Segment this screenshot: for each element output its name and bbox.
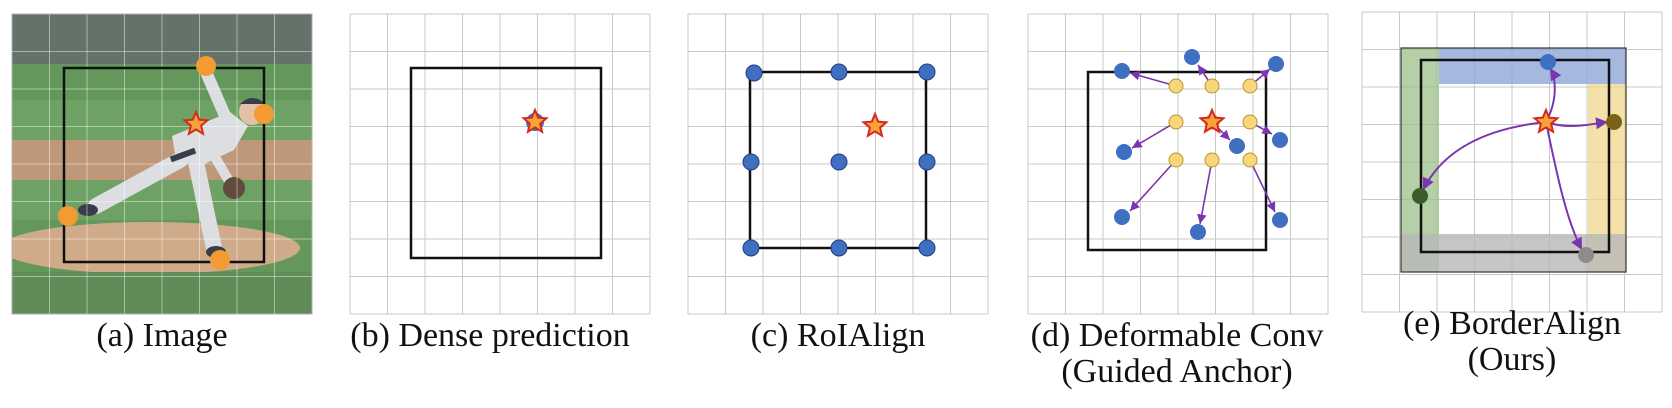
- grid-point: [1242, 78, 1258, 94]
- offset-arrow: [1129, 70, 1177, 87]
- caption-d-line-1: (d) Deformable Conv: [1030, 317, 1324, 354]
- offset-arrow: [1129, 159, 1177, 212]
- pitcher-glove: [223, 177, 245, 199]
- roi-sample-point: [830, 63, 848, 81]
- pitcher-belt: [169, 147, 197, 163]
- panel-c-roialign: [687, 13, 989, 315]
- border-band-top: [1439, 48, 1626, 84]
- grid-point: [1168, 114, 1184, 130]
- deformed-point: [1116, 144, 1132, 160]
- deformable-offset-arrows: [1129, 64, 1276, 225]
- border-point-left: [1412, 188, 1428, 204]
- roi-sample-point: [918, 239, 936, 257]
- photo-foreground-grass: [12, 272, 312, 314]
- caption-e-line-1: (e) BorderAlign: [1402, 305, 1622, 342]
- caption-c: (c) RoIAlign: [688, 318, 988, 354]
- pitcher-throwing-arm: [200, 66, 232, 124]
- caption-e: (e) BorderAlign (Ours): [1362, 306, 1662, 378]
- grid-b: [349, 13, 651, 315]
- extreme-point-bottom: [210, 250, 230, 270]
- caption-b: (b) Dense prediction: [330, 318, 650, 354]
- border-point-right: [1606, 114, 1622, 130]
- center-star-c: [861, 111, 889, 138]
- center-star-d: [1198, 107, 1226, 134]
- caption-e-line-2: (Ours): [1467, 341, 1557, 378]
- deformed-point: [1190, 224, 1206, 240]
- panel-e-borderalign: [1361, 11, 1663, 313]
- photo-sky: [12, 14, 312, 64]
- bounding-box-d: [1086, 70, 1268, 252]
- deformed-point: [1114, 63, 1130, 79]
- panel-a-image: [12, 14, 312, 314]
- caption-d: (d) Deformable Conv (Guided Anchor): [1012, 318, 1342, 390]
- caption-d-line-2: (Guided Anchor): [1061, 353, 1293, 390]
- pitcher-cap: [240, 98, 266, 104]
- pitcher-shoe-back: [78, 204, 98, 216]
- caption-a: (a) Image: [12, 318, 312, 354]
- grid-point: [1204, 78, 1220, 94]
- grid-point: [1242, 152, 1258, 168]
- grid-point: [1242, 114, 1258, 130]
- border-arrows: [1422, 67, 1609, 251]
- roi-sample-point: [830, 153, 848, 171]
- deformed-point: [1184, 49, 1200, 65]
- outer-box-e: [1400, 47, 1627, 273]
- photo-white-veil: [12, 14, 312, 314]
- arrow-to-left: [1422, 121, 1547, 191]
- roi-sample-point: [830, 239, 848, 257]
- extreme-point-left: [58, 206, 78, 226]
- roi-sample-point: [918, 153, 936, 171]
- pitcher-front-leg: [188, 154, 222, 256]
- deformed-point: [1114, 209, 1130, 225]
- roi-sample-point: [745, 64, 763, 82]
- bounding-box-a: [62, 66, 266, 264]
- bounding-box-b: [409, 66, 603, 260]
- roi-sample-point: [918, 63, 936, 81]
- panel-d-deformable-conv: [1027, 13, 1329, 315]
- center-star-e: [1532, 107, 1560, 134]
- roi-sample-point: [742, 153, 760, 171]
- deformed-point: [1268, 56, 1284, 72]
- arrow-to-right: [1545, 117, 1609, 130]
- caption-a-line-1: (a) Image: [96, 317, 228, 354]
- deformed-point: [1272, 132, 1288, 148]
- panel-a-frame: [11, 13, 313, 315]
- center-star-a: [182, 109, 210, 136]
- arrow-to-bottom: [1545, 121, 1583, 251]
- panel-b-dense-prediction: [349, 13, 651, 315]
- offset-arrow: [1197, 159, 1213, 225]
- grid-point: [1168, 152, 1184, 168]
- deformed-point: [1272, 212, 1288, 228]
- offset-arrow: [1131, 121, 1177, 149]
- extreme-point-top: [196, 56, 216, 76]
- center-star-b: [521, 107, 549, 134]
- border-point-top: [1540, 54, 1556, 70]
- roialign-sample-points: [742, 63, 936, 257]
- offset-arrow: [1249, 159, 1276, 213]
- caption-b-line-1: (b) Dense prediction: [350, 317, 630, 354]
- grid-point: [1168, 78, 1184, 94]
- bounding-box-e: [1419, 58, 1611, 254]
- border-point-bottom: [1578, 247, 1594, 263]
- pitcher-figure: [78, 66, 266, 258]
- roi-sample-point: [742, 239, 760, 257]
- pitcher-back-leg: [88, 152, 188, 214]
- caption-c-line-1: (c) RoIAlign: [750, 317, 926, 354]
- grid-point: [1204, 152, 1220, 168]
- deformed-point: [1229, 138, 1245, 154]
- deformed-sample-points: [1114, 49, 1288, 240]
- extreme-point-right: [254, 104, 274, 124]
